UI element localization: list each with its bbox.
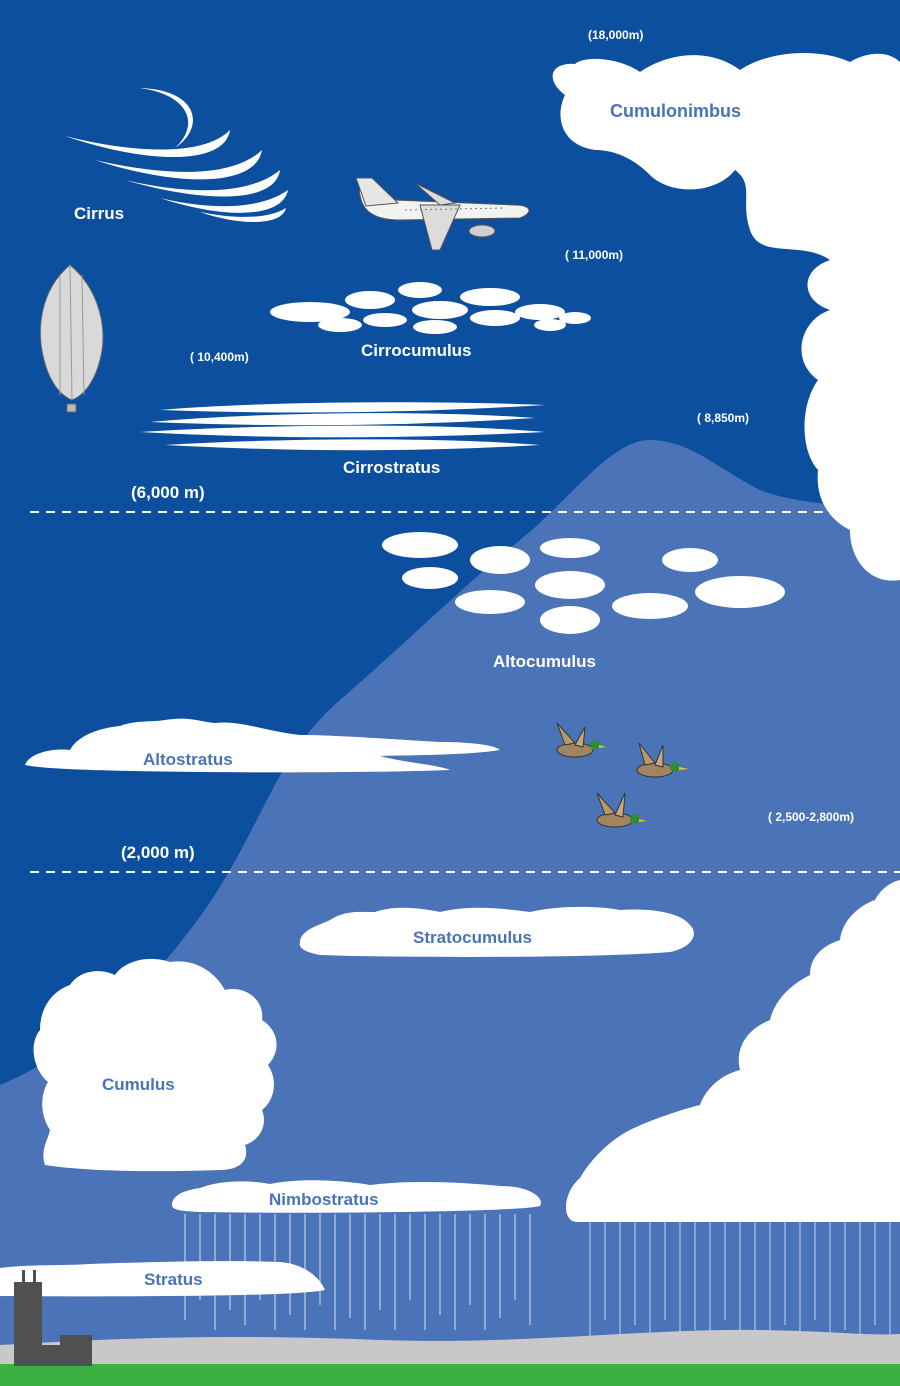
cirrocumulus-cloud xyxy=(270,282,591,334)
cirrostratus-cloud xyxy=(140,402,545,451)
cumulonimbus-cloud xyxy=(552,52,900,581)
stratus-label: Stratus xyxy=(144,1270,203,1289)
cumulus-label: Cumulus xyxy=(102,1075,175,1094)
cumulonimbus-label: Cumulonimbus xyxy=(610,101,741,121)
stratus-cloud xyxy=(0,1261,325,1297)
cirrocumulus-label: Cirrocumulus xyxy=(361,341,472,360)
altostratus-label: Altostratus xyxy=(143,750,233,769)
altostratus-cloud xyxy=(25,718,500,773)
nimbostratus-label: Nimbostratus xyxy=(269,1190,379,1209)
hot-air-balloon-icon xyxy=(39,264,104,413)
cirrostratus-label: Cirrostratus xyxy=(343,458,441,477)
stratocumulus-label: Stratocumulus xyxy=(413,928,533,947)
stratocumulus-cloud xyxy=(299,906,694,957)
altocumulus-cloud xyxy=(382,532,785,634)
low-boundary-label: (2,000 m) xyxy=(121,843,195,862)
cirrus-label: Cirrus xyxy=(74,204,125,223)
balloon-altitude: ( 10,400m) xyxy=(190,350,249,364)
cirrus-cloud xyxy=(65,88,288,223)
airplane-altitude: ( 11,000m) xyxy=(565,248,624,262)
ground-band xyxy=(0,1329,900,1366)
mallard-duck-icon xyxy=(556,722,689,828)
cumulus-cloud xyxy=(33,958,277,1172)
skyscraper-icon xyxy=(14,1270,92,1366)
nimbostratus-cloud xyxy=(172,1180,541,1330)
grass-strip xyxy=(0,1364,900,1386)
cumulonimbus-base-cloud xyxy=(565,880,900,1345)
airplane-icon xyxy=(355,177,530,251)
everest-altitude: ( 8,850m) xyxy=(697,411,750,425)
altocumulus-label: Altocumulus xyxy=(493,652,596,671)
cumulonimbus-altitude: (18,000m) xyxy=(588,28,644,42)
high-boundary-label: (6,000 m) xyxy=(131,483,205,502)
birds-altitude: ( 2,500-2,800m) xyxy=(768,810,855,824)
